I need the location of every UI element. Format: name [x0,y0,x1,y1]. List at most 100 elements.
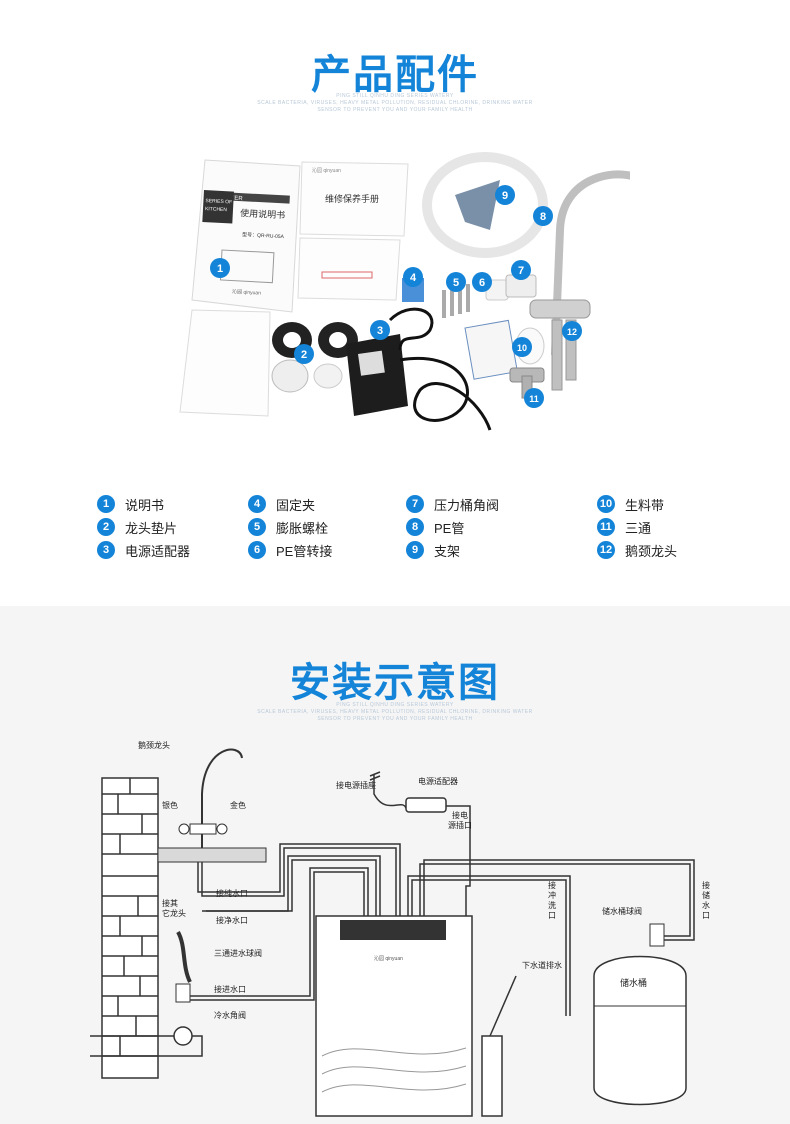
expansion-bolts [442,284,470,318]
silver-label: 银色 [162,800,178,810]
legend-number: 5 [248,518,266,536]
pe-tube-coil [422,152,548,258]
tank-port-label: 口 [702,911,710,920]
subtitle-line: PING STILL QINHU DING SERIES WATERY [336,93,454,99]
gooseneck-label: 鹅颈龙头 [138,740,170,750]
accessories-section: 产品配件 PING STILL QINHU DING SERIES WATERY… [0,52,790,560]
legend-item: 5 膨胀螺栓 [248,517,328,537]
tank-valve-label: 储水桶球阀 [602,906,642,916]
drain-line [489,975,517,1037]
legend-label: PE管转接 [276,543,333,559]
book-brand-text: 沁园 qinyuan [312,167,341,174]
subtitle-line: PING STILL QINHU DING SERIES WATERY [336,702,454,708]
badge-10: 10 [512,337,532,357]
badge-2: 2 [294,344,314,364]
badge-number: 11 [529,394,539,404]
countertop [157,847,267,863]
badge-number: 7 [518,265,524,277]
badge-9: 9 [495,185,515,205]
adapter-box [405,797,447,813]
other-faucet-hose [176,931,192,983]
tee-connector [509,367,545,399]
cold-valve-label: 冷水角阀 [214,1010,246,1020]
badge-4: 4 [403,267,423,287]
badge-number: 3 [377,325,383,337]
legend-number: 10 [597,495,615,513]
bracket [455,180,500,230]
manual-cover-text: SERIES OF [205,198,232,205]
legend-label: 生料带 [625,497,665,513]
tank-port-label: 接 [702,880,710,890]
accessories-title: 产品配件 [311,52,479,98]
manual-title-text: 使用说明书 [240,207,286,220]
legend-number: 12 [597,541,615,559]
legend-label: 鹅颈龙头 [625,543,678,559]
tank-valve-icon [649,923,665,947]
subtitle-line: SENSOR TO PREVENT YOU AND YOUR FAMILY HE… [317,107,473,113]
legend-number: 6 [248,541,266,559]
installation-title: 安装示意图 [290,660,500,706]
manual-cover-text: KITCHEN [205,206,228,213]
gooseneck-faucet [529,170,630,391]
silver-handle [178,823,190,835]
legend-item: 10 生料带 [597,494,664,514]
badge-number: 1 [217,263,223,275]
installation-subtitle: PING STILL QINHU DING SERIES WATERY SCAL… [0,702,790,723]
legend-number: 1 [97,495,115,513]
installation-section: 安装示意图 PING STILL QINHU DING SERIES WATER… [0,606,790,1124]
installation-diagram: 鹅颈龙头 银色 金色 接纯水口 接净水口 接其 它龙头 三通进水球阀 接进水口 … [90,740,710,1117]
legend-label: 压力桶角阀 [434,497,500,513]
faucet-gaskets [271,322,358,393]
install-sheet [179,309,271,417]
adapter-port-label: 接电 [452,810,468,820]
drain-pipe [481,1035,503,1117]
tank-port-label: 储 [702,890,710,900]
badge-number: 12 [567,327,577,337]
legend-label: PE管 [434,520,465,536]
legend-label: 电源适配器 [125,543,191,559]
power-adapter [346,307,492,431]
accessories-photo: WATER SERIES OF KITCHEN 使用说明书 型号：QR-RU-0… [179,152,630,431]
supply-pipe [90,1035,203,1057]
legend-item: 12 鹅颈龙头 [597,540,677,560]
adapter-port-label: 源插口 [448,820,472,830]
cold-valve-icon [173,1026,193,1046]
badge-3: 3 [370,320,390,340]
legend-number: 11 [597,518,615,536]
clean-water-inlet-label: 接净水口 [216,915,248,925]
badge-number: 10 [517,343,527,353]
tank-port-label: 水 [702,900,710,910]
badge-7: 7 [511,260,531,280]
badge-1: 1 [210,258,230,278]
legend-item: 8 PE管 [406,517,464,537]
accessories-subtitle: PING STILL QINHU DING SERIES WATERY SCAL… [0,93,790,114]
legend-number: 7 [406,495,424,513]
badge-number: 9 [502,190,508,202]
gold-label: 金色 [230,800,246,810]
other-faucet-label: 接其 [162,898,178,908]
power-plug-icon [369,771,407,809]
badge-6: 6 [472,272,492,292]
flush-outlet-label: 接 [548,880,556,890]
subtitle-line: SENSOR TO PREVENT YOU AND YOUR FAMILY HE… [317,716,473,722]
drain-label: 下水道排水 [522,960,562,970]
flush-outlet-label: 冲 [548,890,556,900]
manual-booklet: WATER SERIES OF KITCHEN 使用说明书 型号：QR-RU-0… [191,159,301,313]
brick-wall [101,777,159,1079]
subtitle-line: SCALE BACTERIA, VIRUSES, HEAVY METAL POL… [257,100,533,106]
maintenance-book: 沁园 qinyuan 维修保养手册 [297,161,409,301]
purifier-unit: 沁园 qinyuan [315,915,473,1117]
other-faucet-label: 它龙头 [162,908,186,918]
legend-label: 膨胀螺栓 [276,520,329,536]
badge-5: 5 [446,272,466,292]
legend-label: 龙头垫片 [125,520,178,536]
legend-number: 8 [406,518,424,536]
legend-label: 固定夹 [276,497,316,513]
gold-handle [216,823,228,835]
badge-number: 5 [453,277,459,289]
